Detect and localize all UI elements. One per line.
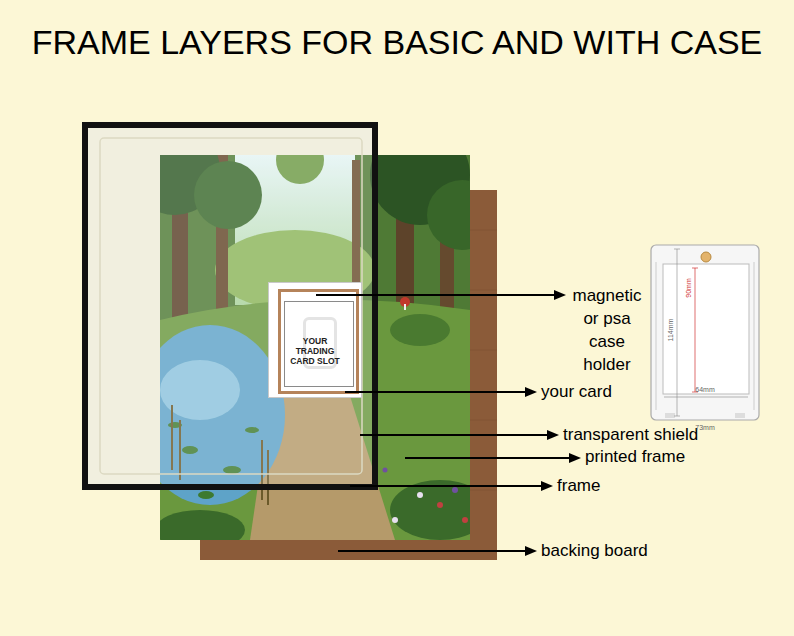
frame bbox=[85, 125, 375, 487]
case-holder-picture bbox=[651, 245, 759, 420]
layer-label: transparent shield bbox=[563, 425, 698, 445]
leader-arrow bbox=[405, 457, 571, 459]
leader-arrow bbox=[569, 453, 581, 463]
printed-forest bbox=[198, 491, 214, 499]
leader-arrow bbox=[316, 294, 556, 296]
case-holder-picture bbox=[664, 397, 748, 398]
layer-label: printed frame bbox=[585, 447, 685, 467]
case-holder-picture bbox=[656, 262, 754, 410]
title: FRAME LAYERS FOR BASIC AND WITH CASE bbox=[0, 22, 794, 62]
leader-arrow bbox=[338, 550, 527, 552]
frame bbox=[100, 138, 362, 474]
printed-forest bbox=[390, 314, 450, 346]
frame bbox=[85, 125, 375, 487]
printed-forest bbox=[404, 304, 406, 310]
printed-forest bbox=[383, 468, 388, 473]
dimension-label: 114mm bbox=[666, 319, 675, 342]
case-holder-picture bbox=[665, 413, 675, 418]
frame bbox=[160, 128, 372, 155]
printed-forest bbox=[160, 510, 245, 540]
frame bbox=[160, 155, 372, 484]
leader-arrow bbox=[360, 434, 549, 436]
leader-arrow bbox=[554, 290, 566, 300]
printed-forest bbox=[390, 480, 470, 540]
leader-arrow bbox=[525, 387, 537, 397]
printed-forest bbox=[462, 517, 468, 523]
leader-arrow bbox=[345, 391, 527, 393]
case-holder-picture bbox=[651, 245, 759, 420]
printed-forest bbox=[427, 180, 470, 250]
case-holder-picture bbox=[663, 264, 749, 394]
leader-arrow bbox=[316, 290, 581, 556]
printed-forest bbox=[437, 502, 443, 508]
case-holder-picture bbox=[674, 249, 680, 416]
case-holder-picture bbox=[735, 413, 745, 418]
leader-arrow bbox=[547, 430, 559, 440]
frame bbox=[88, 128, 160, 484]
dimension-label: 73mm bbox=[695, 423, 714, 432]
printed-forest bbox=[452, 487, 458, 493]
layer-label: magnetic or psa case holder bbox=[567, 284, 647, 376]
layer-label: frame bbox=[557, 476, 600, 496]
slot-text: YOUR TRADING CARD SLOT bbox=[288, 336, 342, 366]
case-holder-picture bbox=[692, 268, 698, 392]
dimension-label: 90mm bbox=[684, 278, 693, 297]
case-holder-picture bbox=[701, 252, 711, 262]
layer-label: your card bbox=[541, 382, 612, 402]
layer-label: backing board bbox=[541, 541, 648, 561]
printed-forest bbox=[417, 492, 423, 498]
leader-arrow bbox=[525, 546, 537, 556]
printed-forest bbox=[392, 517, 398, 523]
leader-arrow bbox=[541, 481, 553, 491]
leader-arrow bbox=[350, 485, 543, 487]
printed-forest bbox=[160, 155, 470, 540]
card-slot: YOUR TRADING CARD SLOT bbox=[268, 282, 362, 398]
dimension-label: 64mm bbox=[695, 385, 714, 394]
